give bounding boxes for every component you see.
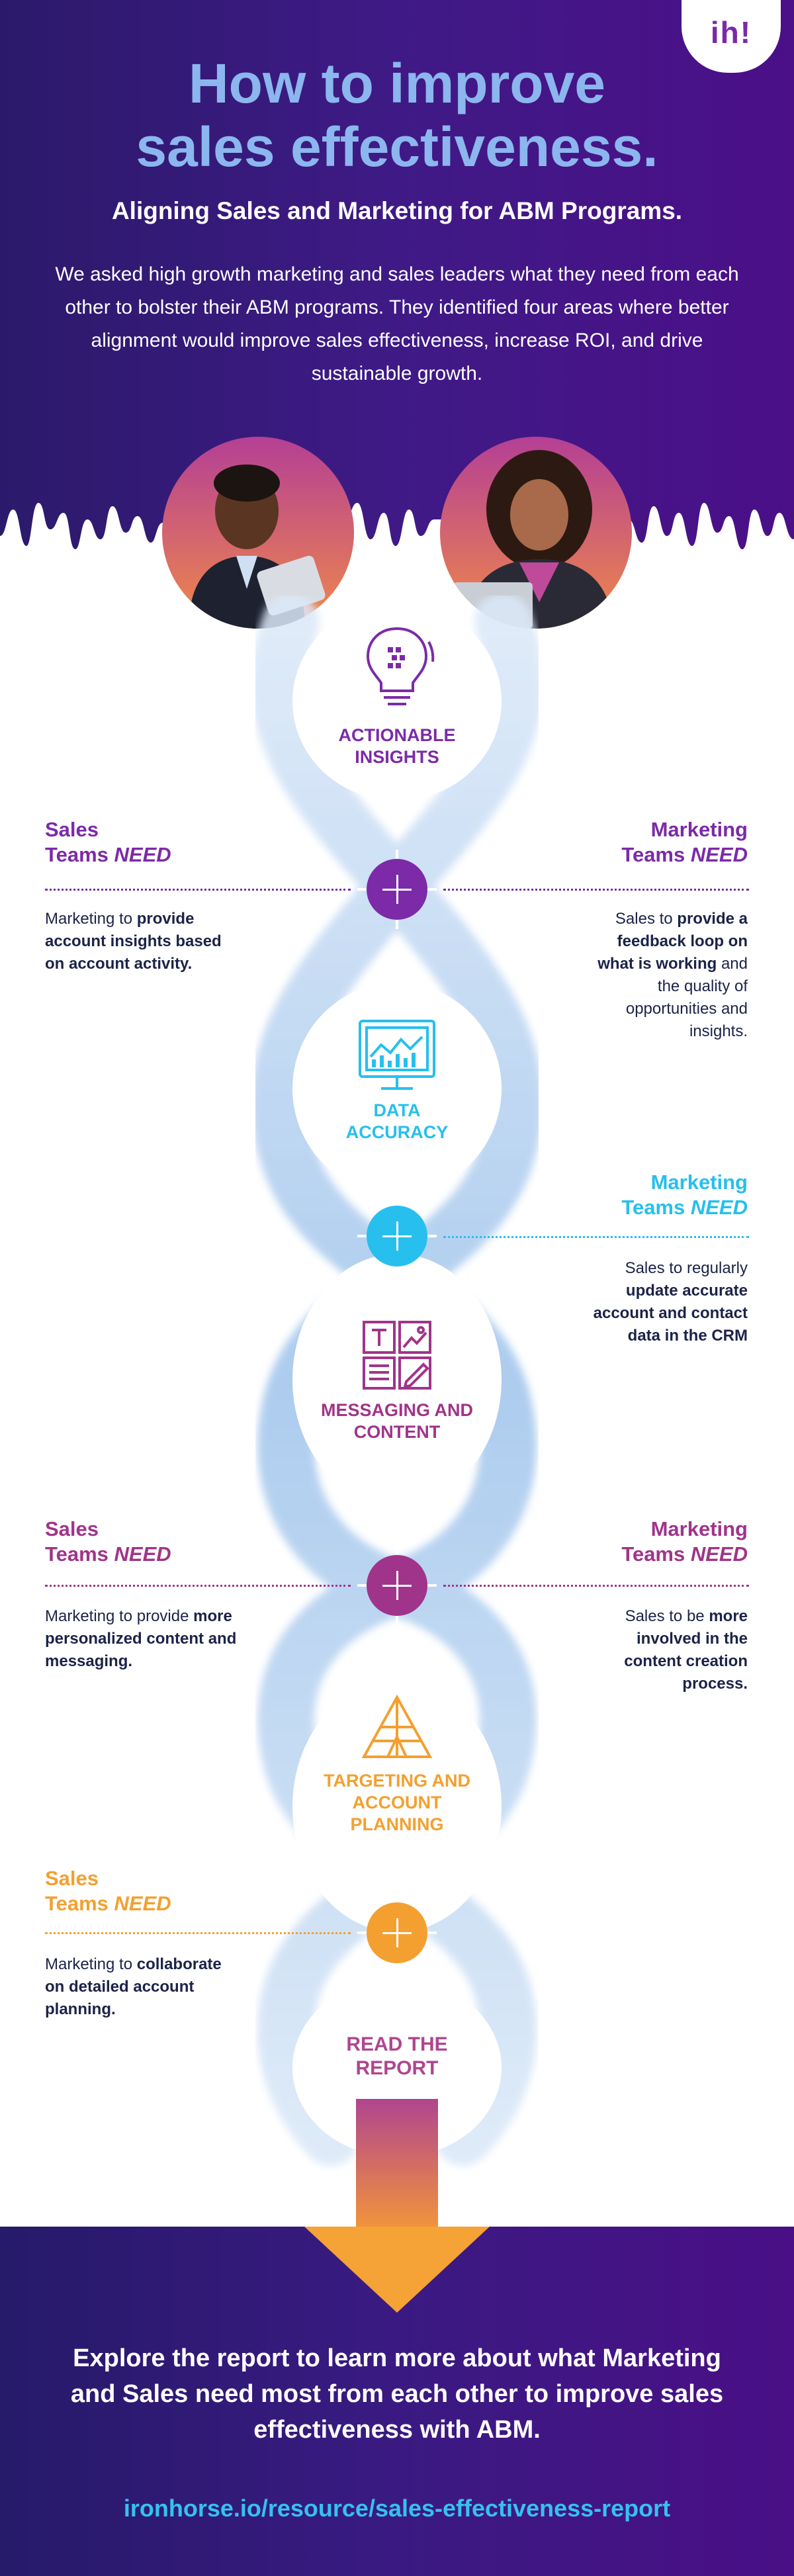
cta-line: READ THE xyxy=(346,2033,448,2055)
team-title-prefix: Teams xyxy=(45,1542,114,1566)
need-word: NEED xyxy=(114,843,171,866)
desc-bold: more personalized content and messaging. xyxy=(45,1607,237,1670)
need-word: NEED xyxy=(690,1542,748,1566)
read-report-link[interactable]: READ THE REPORT xyxy=(285,2033,509,2080)
logo-badge[interactable]: ih! xyxy=(682,0,781,73)
stage-label-targeting: TARGETING AND ACCOUNT PLANNING xyxy=(285,1770,509,1836)
team-title-line: Teams NEED xyxy=(45,842,171,867)
team-title-line: Marketing xyxy=(650,1517,748,1540)
title-line-2: sales effectiveness. xyxy=(136,116,658,178)
team-title-prefix: Teams xyxy=(45,843,114,866)
team-title-line: Sales xyxy=(45,818,99,841)
stage-label-messaging-content: MESSAGING AND CONTENT xyxy=(285,1399,509,1443)
intro-paragraph: We asked high growth marketing and sales… xyxy=(55,263,739,384)
team-title-line: Teams NEED xyxy=(45,1542,171,1567)
desc-text: Sales to regularly xyxy=(625,1259,748,1277)
dotted-connector xyxy=(443,889,749,891)
page-title: How to improve sales effectiveness. xyxy=(0,52,794,179)
brand-logo: ih! xyxy=(710,15,752,50)
desc-bold: collaborate on detailed account planning… xyxy=(45,1955,222,2018)
marketing-teams-need-title: Marketing Teams NEED xyxy=(549,817,748,867)
team-title-prefix: Teams xyxy=(621,1542,691,1566)
down-arrow-icon xyxy=(304,2227,490,2313)
drip-divider xyxy=(0,503,794,596)
page-subtitle: Aligning Sales and Marketing for ABM Pro… xyxy=(111,197,683,224)
stage-label-line: INSIGHTS xyxy=(355,747,439,767)
sales-teams-need-title: Sales Teams NEED xyxy=(45,817,171,867)
dotted-connector xyxy=(443,1585,749,1587)
stage-label-line: PLANNING xyxy=(350,1814,444,1834)
marketing-person-photo xyxy=(440,437,632,629)
desc-bold: update accurate account and contact data… xyxy=(593,1282,748,1345)
lightbulb-icon xyxy=(366,627,435,705)
need-word: NEED xyxy=(690,1196,748,1219)
cta-line: REPORT xyxy=(355,2057,439,2079)
dotted-connector xyxy=(45,1585,351,1587)
stage-label-line: TARGETING AND xyxy=(324,1771,470,1791)
desc-text: and the quality of opportunities and ins… xyxy=(625,955,748,1040)
team-title-line: Teams NEED xyxy=(45,1891,171,1916)
stage-label-line: ACTIONABLE xyxy=(338,725,456,745)
footer-text: Explore the report to learn more about w… xyxy=(70,2344,724,2444)
plus-marker-icon xyxy=(357,1546,437,1625)
team-title-line: Sales xyxy=(45,1517,99,1540)
sales-need-insights-text: Marketing to provide account insights ba… xyxy=(45,908,237,975)
desc-text: Sales to xyxy=(615,910,678,928)
desc-text: Marketing to provide xyxy=(45,1607,194,1625)
team-title-prefix: Teams xyxy=(621,1196,691,1219)
team-title-line: Marketing xyxy=(650,1171,748,1194)
marketing-need-data-text: Sales to regularly update accurate accou… xyxy=(582,1257,748,1347)
marketing-need-messaging-text: Sales to be more involved in the content… xyxy=(582,1605,748,1695)
marketing-need-insights-text: Sales to provide a feedback loop on what… xyxy=(582,908,748,1043)
team-title-line: Teams NEED xyxy=(549,1542,748,1567)
stage-label-data-accuracy: DATA ACCURACY xyxy=(285,1100,509,1143)
team-title-line: Marketing xyxy=(650,818,748,841)
stage-label-actionable-insights: ACTIONABLE INSIGHTS xyxy=(285,725,509,768)
sales-teams-need-title: Sales Teams NEED xyxy=(45,1517,171,1567)
desc-bold: provide account insights based on accoun… xyxy=(45,910,222,973)
stage-label-line: MESSAGING AND xyxy=(320,1400,473,1420)
stage-label-line: DATA xyxy=(373,1100,421,1120)
marketing-teams-need-title: Marketing Teams NEED xyxy=(549,1170,748,1220)
need-word: NEED xyxy=(114,1542,171,1566)
report-url-link[interactable]: ironhorse.io/resource/sales-effectivenes… xyxy=(123,2495,671,2522)
sales-need-messaging-text: Marketing to provide more personalized c… xyxy=(45,1605,237,1673)
need-word: NEED xyxy=(690,843,748,866)
team-title-prefix: Teams xyxy=(621,843,691,866)
tent-target-icon xyxy=(361,1694,433,1758)
team-title-line: Teams NEED xyxy=(549,1195,748,1220)
monitor-chart-icon xyxy=(359,1020,435,1090)
title-line-1: How to improve xyxy=(188,52,606,114)
need-word: NEED xyxy=(114,1892,171,1915)
dotted-connector xyxy=(45,1932,351,1934)
stage-label-line: ACCURACY xyxy=(345,1122,449,1142)
header-section: ih! How to improve sales effectiveness. … xyxy=(0,0,794,596)
sales-teams-need-title: Sales Teams NEED xyxy=(45,1866,171,1916)
desc-bold: provide a feedback loop on what is worki… xyxy=(597,910,748,973)
desc-text: Sales to be xyxy=(625,1607,709,1625)
desc-bold: more involved in the content creation pr… xyxy=(624,1607,748,1693)
team-title-line: Sales xyxy=(45,1867,99,1890)
stage-label-line: CONTENT xyxy=(353,1422,441,1442)
team-title-prefix: Teams xyxy=(45,1892,114,1915)
content-blocks-icon xyxy=(363,1321,431,1390)
stage-label-line: ACCOUNT xyxy=(352,1793,442,1812)
desc-text: Marketing to xyxy=(45,1955,137,1973)
plus-marker-icon xyxy=(357,1893,437,1973)
plus-marker-icon xyxy=(357,850,437,929)
marketing-teams-need-title: Marketing Teams NEED xyxy=(549,1517,748,1567)
team-title-line: Teams NEED xyxy=(549,842,748,867)
dotted-connector xyxy=(45,889,351,891)
desc-text: Marketing to xyxy=(45,910,137,928)
dotted-connector xyxy=(443,1236,749,1238)
sales-need-targeting-text: Marketing to collaborate on detailed acc… xyxy=(45,1953,237,2021)
footer-section: Explore the report to learn more about w… xyxy=(0,2227,794,2576)
plus-marker-icon xyxy=(357,1196,437,1276)
